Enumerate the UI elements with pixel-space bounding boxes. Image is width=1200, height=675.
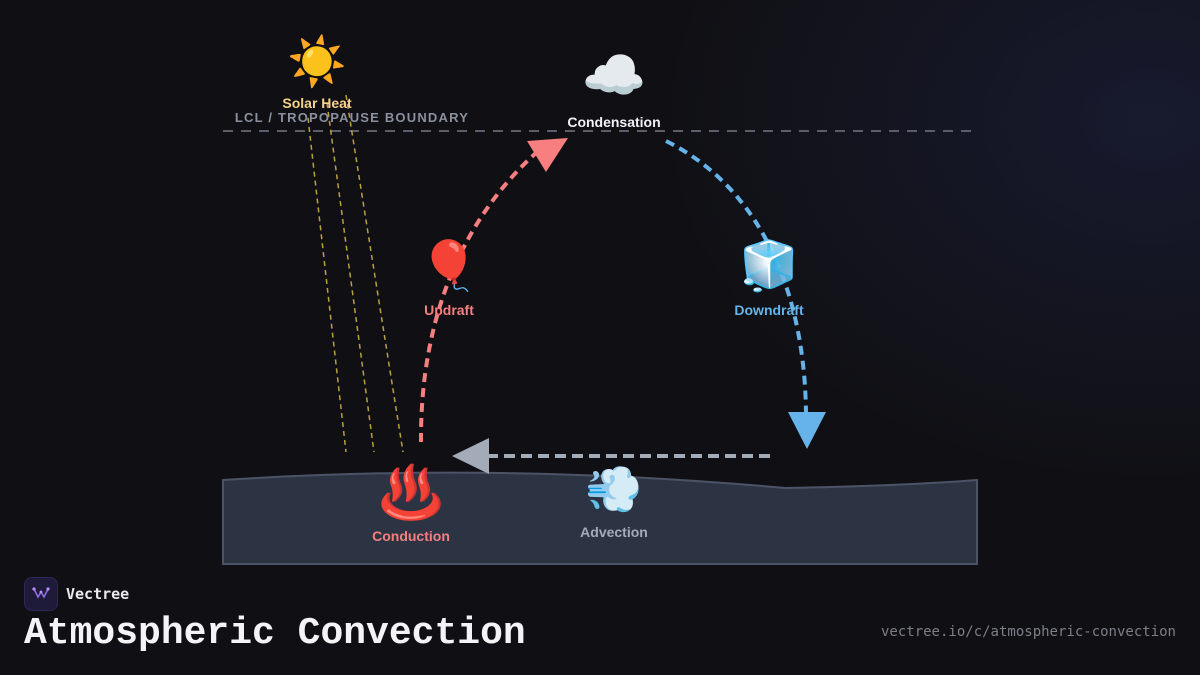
advection-label: Advection — [580, 524, 648, 540]
wind-icon: 💨 — [585, 462, 642, 516]
updraft-node: 🎈 Updraft — [419, 237, 479, 318]
solar-ray — [345, 94, 404, 453]
balloon-icon: 🎈 — [419, 237, 479, 294]
updraft-arrowhead — [527, 138, 568, 172]
solar-rays — [307, 94, 404, 453]
advection-arrowhead — [452, 438, 489, 474]
page-url[interactable]: vectree.io/c/atmospheric-convection — [880, 624, 1176, 640]
solar-ray — [307, 117, 347, 453]
sun-icon: ☀️ — [287, 33, 347, 90]
downdraft-node: 🧊 Downdraft — [734, 238, 804, 318]
conduction-node: ♨️ Conduction — [372, 462, 450, 544]
ice-cube-icon: 🧊 — [739, 238, 799, 294]
hot-springs-icon: ♨️ — [379, 462, 444, 523]
solar-heat-node: ☀️ Solar Heat — [282, 33, 352, 111]
vectree-logo-icon — [24, 577, 58, 611]
solar-heat-label: Solar Heat — [282, 95, 352, 111]
downdraft-label: Downdraft — [734, 302, 804, 318]
page-title: Atmospheric Convection — [24, 612, 526, 655]
brand: Vectree — [24, 577, 129, 611]
condensation-label: Condensation — [567, 114, 660, 130]
conduction-label: Conduction — [372, 528, 450, 544]
cloud-icon: ☁️ — [582, 46, 647, 106]
updraft-arrow — [418, 144, 546, 443]
updraft-label: Updraft — [424, 302, 474, 318]
boundary-label: LCL / TROPOPAUSE BOUNDARY — [235, 110, 469, 125]
condensation-node: ☁️ Condensation — [567, 46, 660, 130]
downdraft-arrowhead — [788, 412, 826, 449]
advection-node: 💨 Advection — [580, 462, 648, 540]
ground-surface — [222, 471, 978, 565]
brand-name: Vectree — [66, 585, 130, 603]
downdraft-arrow — [665, 139, 808, 419]
solar-ray — [326, 102, 375, 453]
